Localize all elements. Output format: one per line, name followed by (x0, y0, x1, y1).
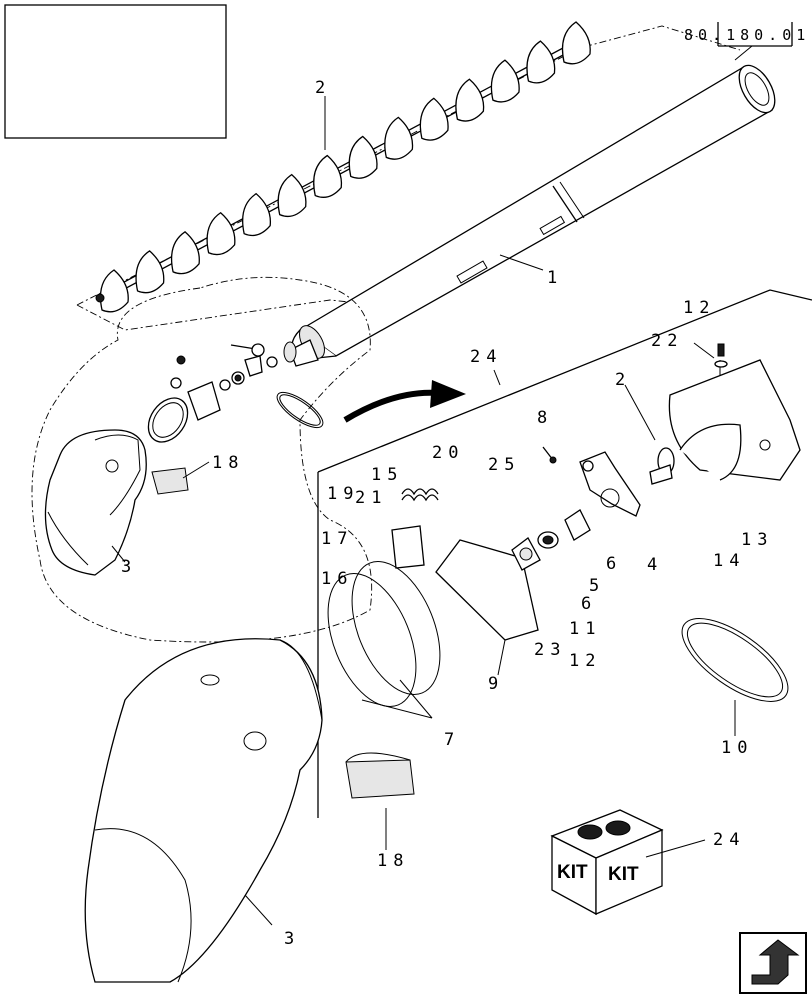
callout-part-15: 15 (371, 465, 403, 485)
callout-bolt-12-low: 12 (569, 651, 601, 671)
callout-part-17: 17 (321, 529, 353, 549)
title-block (4, 4, 227, 139)
mount-arm (579, 451, 641, 517)
callout-bracket-25: 25 (488, 455, 520, 475)
callout-end-cover-left: 3 (121, 557, 137, 577)
next-page-arrow-icon[interactable] (739, 932, 807, 994)
shield-large (345, 759, 415, 799)
kit-box: KIT KIT (550, 809, 664, 916)
left-assembly-outline (31, 276, 373, 643)
auger-flight (384, 116, 414, 160)
snap-ring-small (276, 391, 324, 429)
auger-flight (490, 59, 520, 103)
callout-pin: 8 (537, 408, 553, 428)
callout-kit: 24 (713, 830, 745, 850)
auger-flighting (95, 21, 591, 313)
callout-shield-left: 18 (212, 453, 244, 473)
end-bearing-cluster (170, 339, 319, 421)
callout-part-21: 21 (355, 488, 387, 508)
callout-spring: 20 (432, 443, 464, 463)
callout-washer-14: 14 (713, 551, 745, 571)
detail-frame (317, 289, 812, 818)
auger-flight (348, 135, 378, 179)
bearing-flange (511, 509, 591, 571)
bolt-washer-top (714, 343, 728, 368)
callout-part-23: 23 (534, 640, 566, 660)
pin (542, 446, 557, 464)
end-cover-large (84, 638, 323, 983)
auger-flight (313, 154, 343, 198)
bracket-plate (391, 525, 425, 569)
reference-box: 80.180.01 (684, 22, 810, 61)
spring (401, 488, 439, 502)
auger-flight (135, 250, 165, 294)
callout-detail-auger: 2 (615, 370, 631, 390)
auger-flight (206, 211, 236, 256)
detail-arrow (343, 389, 439, 423)
arrow-head (430, 380, 466, 408)
callout-bearing: 6 (606, 554, 622, 574)
auger-flight (526, 40, 556, 84)
end-cover-small (44, 429, 147, 576)
callout-tube: 1 (547, 268, 563, 288)
shield-small (151, 467, 189, 495)
auger-flight (99, 269, 129, 313)
callout-snap-ring: 10 (721, 738, 753, 758)
auger-flight (170, 231, 200, 275)
callout-bolt-13: 13 (741, 530, 773, 550)
kit-label-right: KIT (608, 864, 639, 885)
band-rings (327, 561, 441, 707)
kit-label-left: KIT (557, 862, 588, 883)
callout-mount-arm: 4 (647, 555, 663, 575)
callout-washer-top: 22 (651, 331, 683, 351)
snap-ring (681, 618, 789, 702)
auger-flight (242, 192, 272, 237)
auger-flight (561, 21, 591, 65)
callout-flange-plate: 6 (581, 594, 597, 614)
callout-auger: 2 (315, 78, 331, 98)
auger-flight (455, 78, 485, 122)
callout-kit-detail: 24 (470, 347, 502, 367)
callout-part-19: 19 (327, 484, 359, 504)
callout-part-11: 11 (569, 619, 601, 639)
callout-part-16: 16 (321, 569, 353, 589)
reference-number: 80.180.01 (684, 26, 810, 44)
leader-lines (111, 96, 736, 926)
callout-bearing-flange: 5 (589, 576, 605, 596)
pan (435, 539, 539, 641)
callout-bands: 7 (444, 730, 460, 750)
callout-bolt-top: 12 (683, 298, 715, 318)
auger-flight (277, 173, 307, 218)
callout-end-cover-large: 3 (284, 929, 300, 949)
auger-flight (419, 97, 449, 141)
band-ring-left (147, 397, 189, 443)
callout-pan: 9 (488, 674, 504, 694)
detail-auger-end (649, 359, 801, 485)
callout-shield-large: 18 (377, 851, 409, 871)
